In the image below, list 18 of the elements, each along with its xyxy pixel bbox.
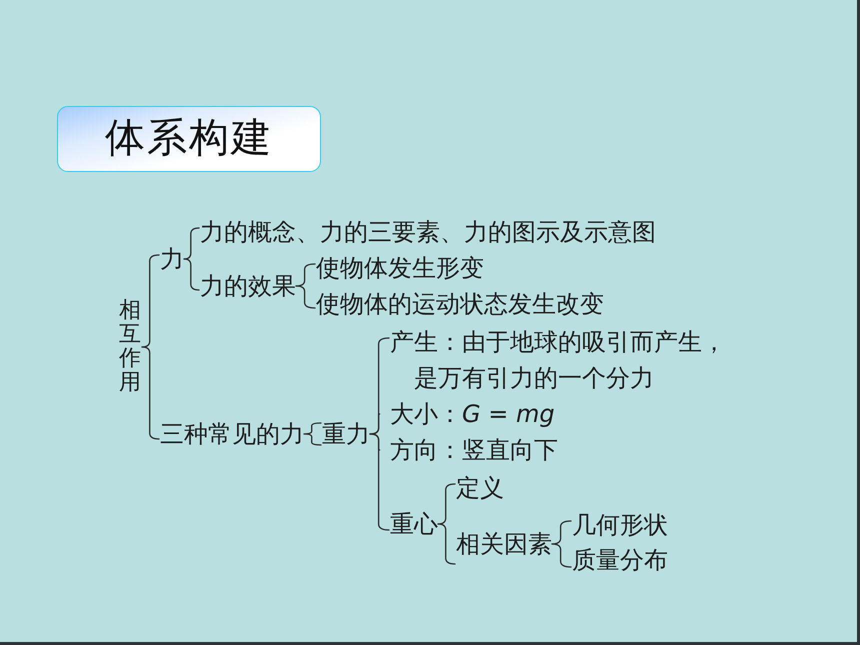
topic-label: 使物体的运动状态发生改变 — [316, 292, 604, 316]
topic-label: 几何形状 — [572, 513, 668, 537]
topic-label: 使物体发生形变 — [316, 256, 484, 280]
topic-label: 力的效果 — [200, 274, 296, 298]
topic-label: 力 — [160, 247, 184, 271]
topic-label: 三种常见的力 — [160, 422, 304, 446]
topic-label: 相互作用 — [118, 299, 142, 395]
topic-label: 力的概念、力的三要素、力的图示及示意图 — [200, 220, 656, 244]
title-banner: 体系构建 — [57, 106, 321, 172]
topic-label: 重力 — [322, 422, 370, 446]
topic-label: 重心 — [390, 512, 438, 536]
topic-label: 大小：G = mg — [380, 402, 555, 426]
topic-label: 定义 — [456, 476, 504, 500]
brace-connector — [369, 413, 380, 435]
topic-label: 质量分布 — [572, 548, 668, 572]
topic-label: 方向：竖直向下 — [380, 438, 558, 462]
topic-label: 相关因素 — [456, 532, 552, 556]
brace-connector — [303, 422, 322, 446]
